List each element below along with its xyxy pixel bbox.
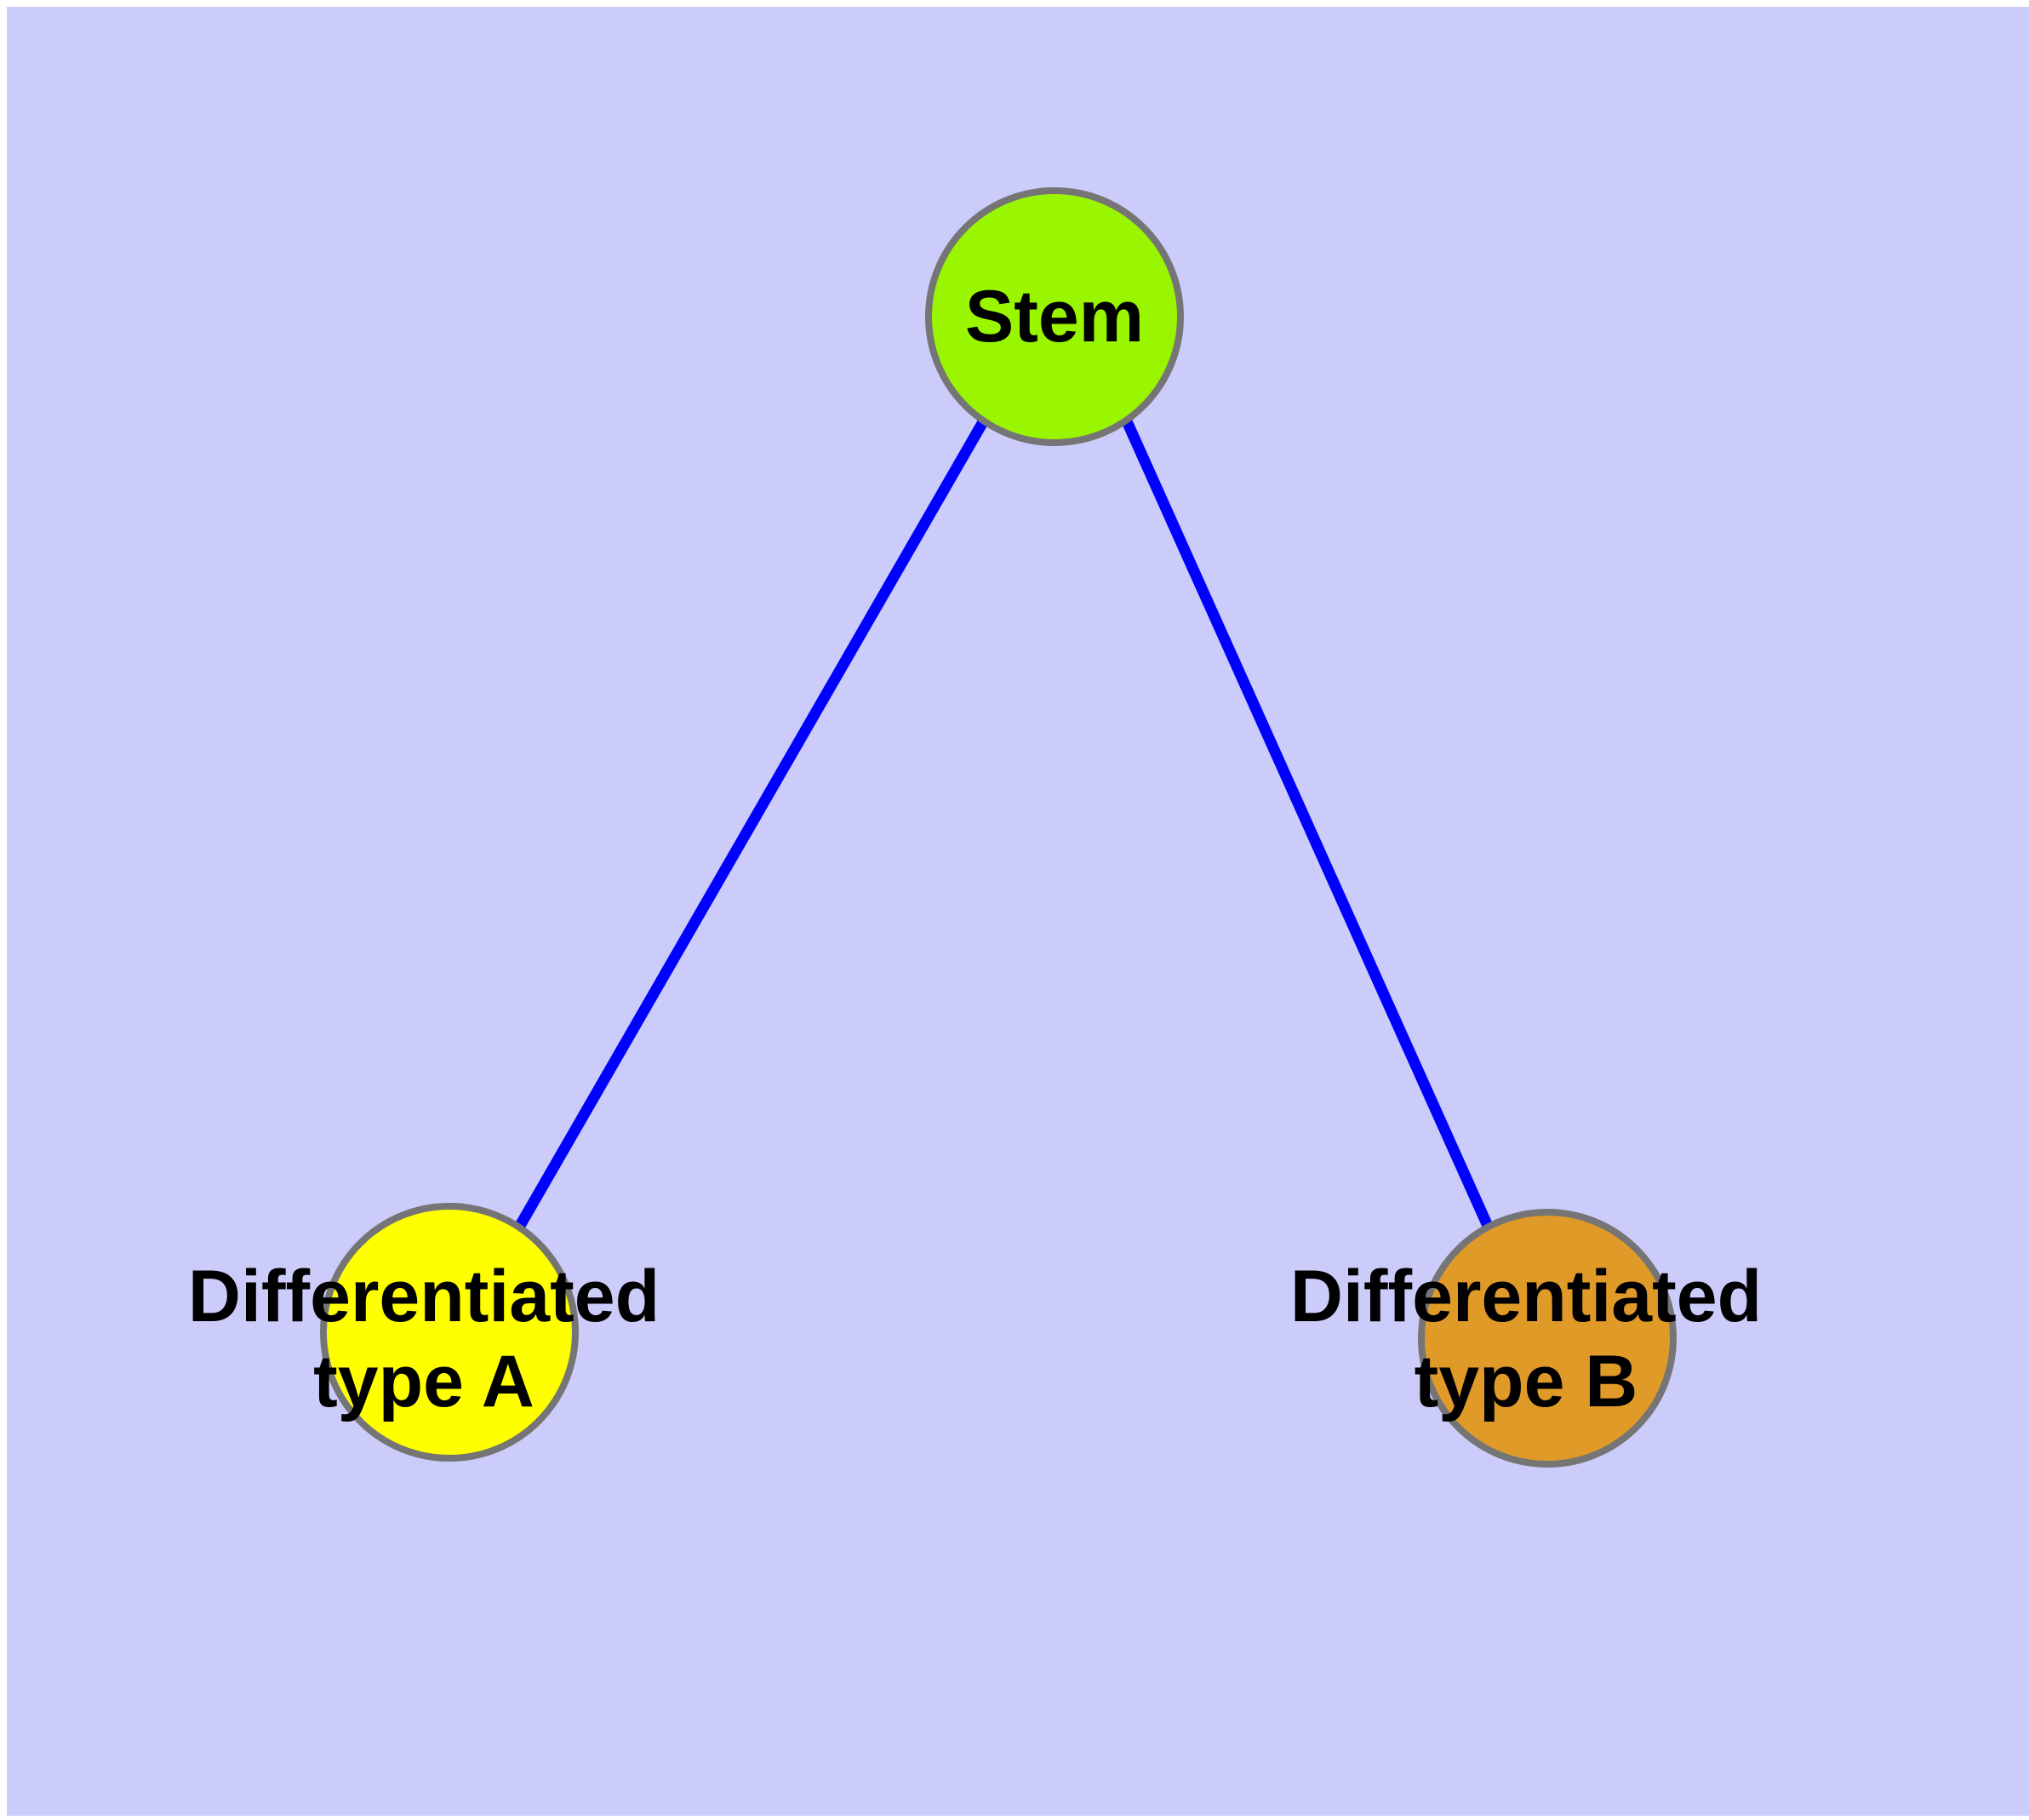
edge-stem-to-differentiated-type-b[interactable]: [1122, 419, 1496, 1236]
node-differentiated-type-a-circle[interactable]: [320, 1203, 579, 1462]
node-stem-label: Stem: [965, 276, 1144, 358]
node-differentiated-type-a-label-line1: Differentiated: [188, 1256, 660, 1337]
node-differentiated-type-b[interactable]: Differentiated type B: [1290, 1209, 1762, 1468]
node-differentiated-type-a-label-line2: type A: [313, 1341, 534, 1422]
edge-layer: [512, 417, 1496, 1236]
diagram-plot-area: Stem Differentiated type A Differentiate…: [7, 7, 2029, 1816]
node-differentiated-type-b-label-line2: type B: [1415, 1341, 1638, 1422]
node-stem-circle[interactable]: [925, 187, 1184, 446]
graph-svg: Stem Differentiated type A Differentiate…: [188, 187, 1762, 1468]
node-differentiated-type-a[interactable]: Differentiated type A: [188, 1203, 660, 1462]
node-stem[interactable]: Stem: [925, 187, 1184, 446]
edge-stem-to-differentiated-type-a[interactable]: [512, 417, 989, 1233]
node-differentiated-type-b-label-line1: Differentiated: [1290, 1256, 1762, 1337]
node-differentiated-type-b-circle[interactable]: [1418, 1209, 1677, 1468]
